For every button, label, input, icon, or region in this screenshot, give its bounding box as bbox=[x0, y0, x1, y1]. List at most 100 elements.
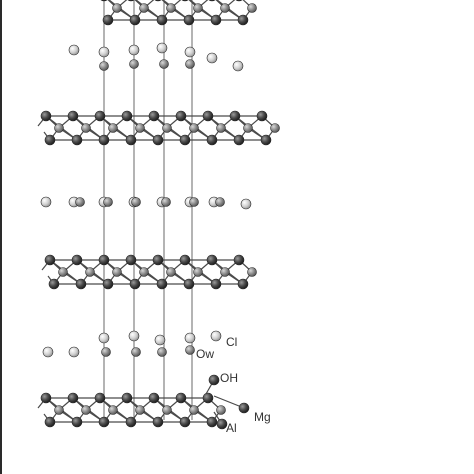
metal-atom bbox=[193, 3, 203, 13]
hydroxyl-oxygen-atom bbox=[183, 14, 195, 26]
interlayer-atom bbox=[98, 46, 110, 58]
atom-spheres bbox=[40, 0, 280, 430]
hydroxyl-oxygen-atom bbox=[44, 254, 56, 266]
hydroxyl-oxygen-atom bbox=[179, 134, 191, 146]
metal-atom bbox=[139, 3, 149, 13]
hydroxyl-oxygen-atom bbox=[71, 416, 83, 428]
metal-atom bbox=[189, 197, 199, 207]
hydroxyl-oxygen-atom bbox=[202, 110, 214, 122]
metal-atom bbox=[108, 123, 118, 133]
hydroxyl-oxygen-atom bbox=[98, 134, 110, 146]
metal-atom bbox=[166, 267, 176, 277]
label-cl: Cl bbox=[226, 335, 238, 349]
metal-atom bbox=[54, 123, 64, 133]
hydroxyl-oxygen-atom bbox=[75, 278, 87, 290]
hydroxyl-oxygen-atom bbox=[40, 392, 52, 404]
metal-atom bbox=[139, 267, 149, 277]
interlayer-atom bbox=[156, 42, 168, 54]
hydroxyl-oxygen-atom bbox=[129, 14, 141, 26]
hydroxyl-oxygen-atom bbox=[175, 110, 187, 122]
metal-atom bbox=[189, 123, 199, 133]
metal-atom bbox=[189, 405, 199, 415]
metal-atom bbox=[270, 123, 280, 133]
metal-atom bbox=[243, 123, 253, 133]
metal-atom bbox=[215, 197, 225, 207]
hydroxyl-oxygen-atom bbox=[44, 416, 56, 428]
hydroxyl-oxygen-atom bbox=[152, 416, 164, 428]
metal-atom bbox=[85, 267, 95, 277]
metal-atom bbox=[131, 347, 141, 357]
metal-atom bbox=[103, 197, 113, 207]
label-ow: Ow bbox=[196, 347, 214, 361]
hydroxyl-oxygen-atom bbox=[40, 110, 52, 122]
hydroxyl-oxygen-atom bbox=[154, 0, 162, 2]
hydroxyl-oxygen-atom bbox=[94, 110, 106, 122]
metal-atom bbox=[185, 59, 195, 69]
hydroxyl-oxygen-atom bbox=[152, 254, 164, 266]
hydroxyl-oxygen-atom bbox=[256, 110, 268, 122]
hydroxyl-oxygen-atom bbox=[175, 392, 187, 404]
hydroxyl-oxygen-atom bbox=[208, 0, 216, 2]
metal-atom bbox=[220, 267, 230, 277]
hydroxyl-oxygen-atom bbox=[210, 278, 222, 290]
hydroxyl-oxygen-atom bbox=[48, 278, 60, 290]
hydroxyl-oxygen-atom bbox=[71, 254, 83, 266]
metal-atom bbox=[112, 3, 122, 13]
interlayer-atom bbox=[40, 196, 52, 208]
interlayer-atom bbox=[68, 44, 80, 56]
interlayer-atom bbox=[232, 60, 244, 72]
hydroxyl-oxygen-atom bbox=[156, 278, 168, 290]
hydroxyl-oxygen-atom bbox=[127, 0, 135, 2]
metal-atom bbox=[161, 197, 171, 207]
hydroxyl-oxygen-atom bbox=[98, 416, 110, 428]
left-border-line bbox=[0, 0, 2, 474]
hydroxyl-oxygen-atom bbox=[98, 254, 110, 266]
hydroxyl-oxygen-atom bbox=[156, 14, 168, 26]
metal-atom bbox=[162, 123, 172, 133]
interlayer-atom bbox=[68, 346, 80, 358]
interlayer-atom bbox=[154, 334, 166, 346]
hydroxyl-oxygen-atom bbox=[181, 0, 189, 2]
hydroxyl-oxygen-atom bbox=[125, 134, 137, 146]
interlayer-atom bbox=[240, 198, 252, 210]
hydroxyl-oxygen-atom bbox=[238, 402, 250, 414]
interlayer-atom bbox=[128, 330, 140, 342]
hydroxyl-oxygen-atom bbox=[206, 134, 218, 146]
interlayer-atom bbox=[206, 52, 218, 64]
metal-atom bbox=[131, 197, 141, 207]
bond bbox=[213, 395, 245, 409]
hydroxyl-oxygen-atom bbox=[44, 134, 56, 146]
metal-atom bbox=[129, 59, 139, 69]
hydroxyl-oxygen-atom bbox=[210, 14, 222, 26]
hydroxyl-oxygen-atom bbox=[129, 278, 141, 290]
metal-atom bbox=[108, 405, 118, 415]
label-al: Al bbox=[226, 421, 237, 435]
hydroxyl-oxygen-atom bbox=[233, 134, 245, 146]
metal-atom bbox=[216, 405, 226, 415]
metal-atom bbox=[166, 3, 176, 13]
label-mg: Mg bbox=[254, 410, 271, 424]
metal-atom bbox=[75, 197, 85, 207]
hydroxyl-oxygen-atom bbox=[206, 254, 218, 266]
hydroxyl-oxygen-atom bbox=[233, 254, 245, 266]
hydroxyl-oxygen-atom bbox=[67, 110, 79, 122]
hydroxyl-oxygen-atom bbox=[206, 416, 218, 428]
metal-atom bbox=[101, 347, 111, 357]
metal-atom bbox=[81, 123, 91, 133]
hydroxyl-oxygen-atom bbox=[216, 418, 228, 430]
hydroxyl-oxygen-atom bbox=[237, 278, 249, 290]
label-oh: OH bbox=[220, 371, 238, 385]
hydroxyl-oxygen-atom bbox=[152, 134, 164, 146]
hydroxyl-oxygen-atom bbox=[71, 134, 83, 146]
interlayer-atom bbox=[184, 46, 196, 58]
metal-atom bbox=[135, 123, 145, 133]
metal-atom bbox=[159, 59, 169, 69]
interlayer-atom bbox=[184, 332, 196, 344]
hydroxyl-oxygen-atom bbox=[94, 392, 106, 404]
hydroxyl-oxygen-atom bbox=[208, 374, 220, 386]
metal-atom bbox=[216, 123, 226, 133]
hydroxyl-oxygen-atom bbox=[67, 392, 79, 404]
hydroxyl-oxygen-atom bbox=[121, 392, 133, 404]
